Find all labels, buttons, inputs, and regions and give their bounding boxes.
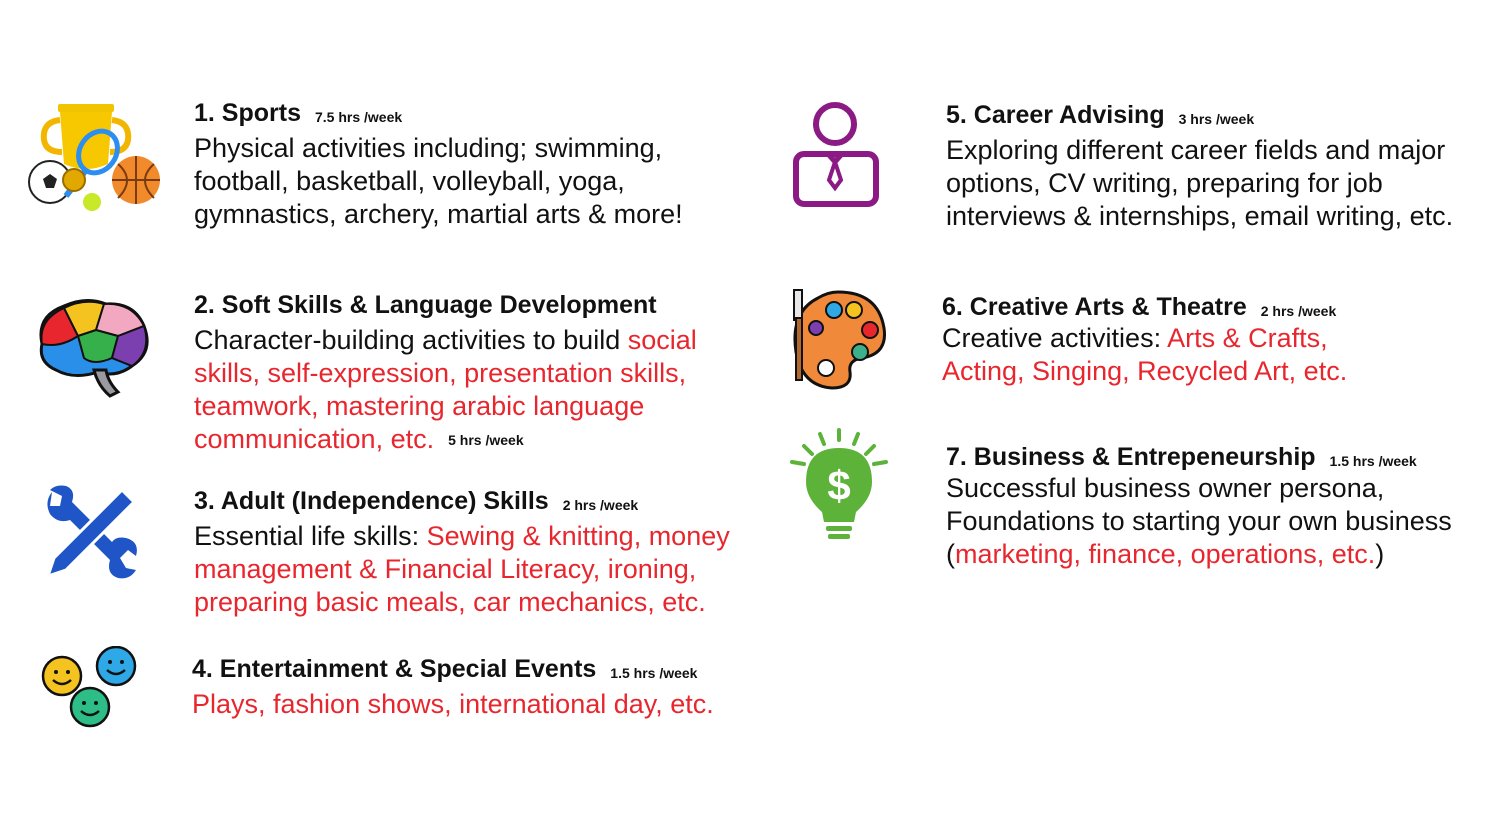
item-title: 5. Career Advising (946, 101, 1165, 129)
brain-icon (34, 296, 152, 400)
lightbulb-dollar-icon: $ (790, 428, 888, 546)
hours-badge: 7.5 hrs /week (314, 108, 403, 125)
desc-plain: Successful business owner persona, Found… (946, 473, 1452, 569)
hours-badge: 1.5 hrs /week (610, 664, 698, 681)
item-title-row: 4. Entertainment & Special Events 1.5 hrs… (192, 654, 772, 684)
hours-badge: 5 hrs /week (448, 432, 524, 449)
item-creative-arts: 6. Creative Arts & Theatre 2 hrs /week Cr… (942, 292, 1412, 388)
item-description: Plays, fashion shows, international day,… (192, 689, 714, 719)
item-soft-skills: 2. Soft Skills & Language Development Ch… (194, 290, 749, 457)
item-title-row: 3. Adult (Independence) Skills 2 hrs /wee… (194, 486, 754, 516)
item-title-row: 7. Business & Entrepeneurship 1.5 hrs /we… (946, 442, 1466, 472)
desc-highlight: Arts & Crafts, Acting, Singing, Recycled… (942, 323, 1348, 386)
desc-end: ) (1375, 539, 1385, 569)
item-title-row: 1. Sports 7.5 hrs /week (194, 98, 704, 128)
item-description: Creative activities: Arts & Crafts, Acti… (942, 322, 1412, 388)
item-career-advising: 5. Career Advising 3 hrs /week Exploring … (946, 100, 1466, 233)
svg-text:$: $ (827, 462, 850, 509)
item-title: 7. Business & Entrepeneurship (946, 443, 1316, 471)
item-title-row: 2. Soft Skills & Language Development (194, 290, 749, 320)
item-title: 1. Sports (194, 99, 301, 127)
item-business: 7. Business & Entrepeneurship 1.5 hrs /we… (946, 442, 1466, 571)
item-entertainment: 4. Entertainment & Special Events 1.5 hrs… (192, 654, 772, 721)
item-adult-skills: 3. Adult (Independence) Skills 2 hrs /wee… (194, 486, 754, 619)
item-description: Character-building activities to build s… (194, 324, 749, 457)
desc-highlight: social skills, self-expression, presenta… (194, 325, 697, 454)
item-description: Successful business owner persona, Found… (946, 472, 1466, 571)
item-description: Exploring different career fields and ma… (946, 135, 1454, 231)
desc-plain: Creative activities: (942, 323, 1168, 353)
item-description: Physical activities including; swimming,… (194, 133, 683, 229)
hours-badge: 1.5 hrs /week (1329, 452, 1417, 469)
person-tie-icon (792, 100, 882, 210)
tools-icon (42, 484, 140, 580)
hours-badge: 2 hrs /week (562, 496, 639, 513)
paint-palette-icon (788, 288, 888, 392)
desc-plain: Character-building activities to build (194, 325, 628, 355)
desc-highlight: Sewing & knitting, money management & Fi… (194, 521, 730, 617)
sports-icon (28, 102, 160, 212)
item-title-row: 6. Creative Arts & Theatre 2 hrs /week (942, 292, 1412, 322)
item-title: 3. Adult (Independence) Skills (194, 487, 549, 515)
desc-plain: Essential life skills: (194, 521, 427, 551)
hours-badge: 2 hrs /week (1260, 302, 1337, 319)
item-title: 2. Soft Skills & Language Development (194, 291, 657, 319)
item-title-row: 5. Career Advising 3 hrs /week (946, 100, 1466, 130)
item-title: 6. Creative Arts & Theatre (942, 293, 1247, 321)
item-title: 4. Entertainment & Special Events (192, 655, 597, 683)
item-description: Essential life skills: Sewing & knitting… (194, 520, 754, 619)
hours-badge: 3 hrs /week (1178, 110, 1255, 127)
smiley-faces-icon (40, 646, 142, 728)
item-sports: 1. Sports 7.5 hrs /week Physical activiti… (194, 98, 704, 231)
desc-highlight: marketing, finance, operations, etc. (955, 539, 1376, 569)
